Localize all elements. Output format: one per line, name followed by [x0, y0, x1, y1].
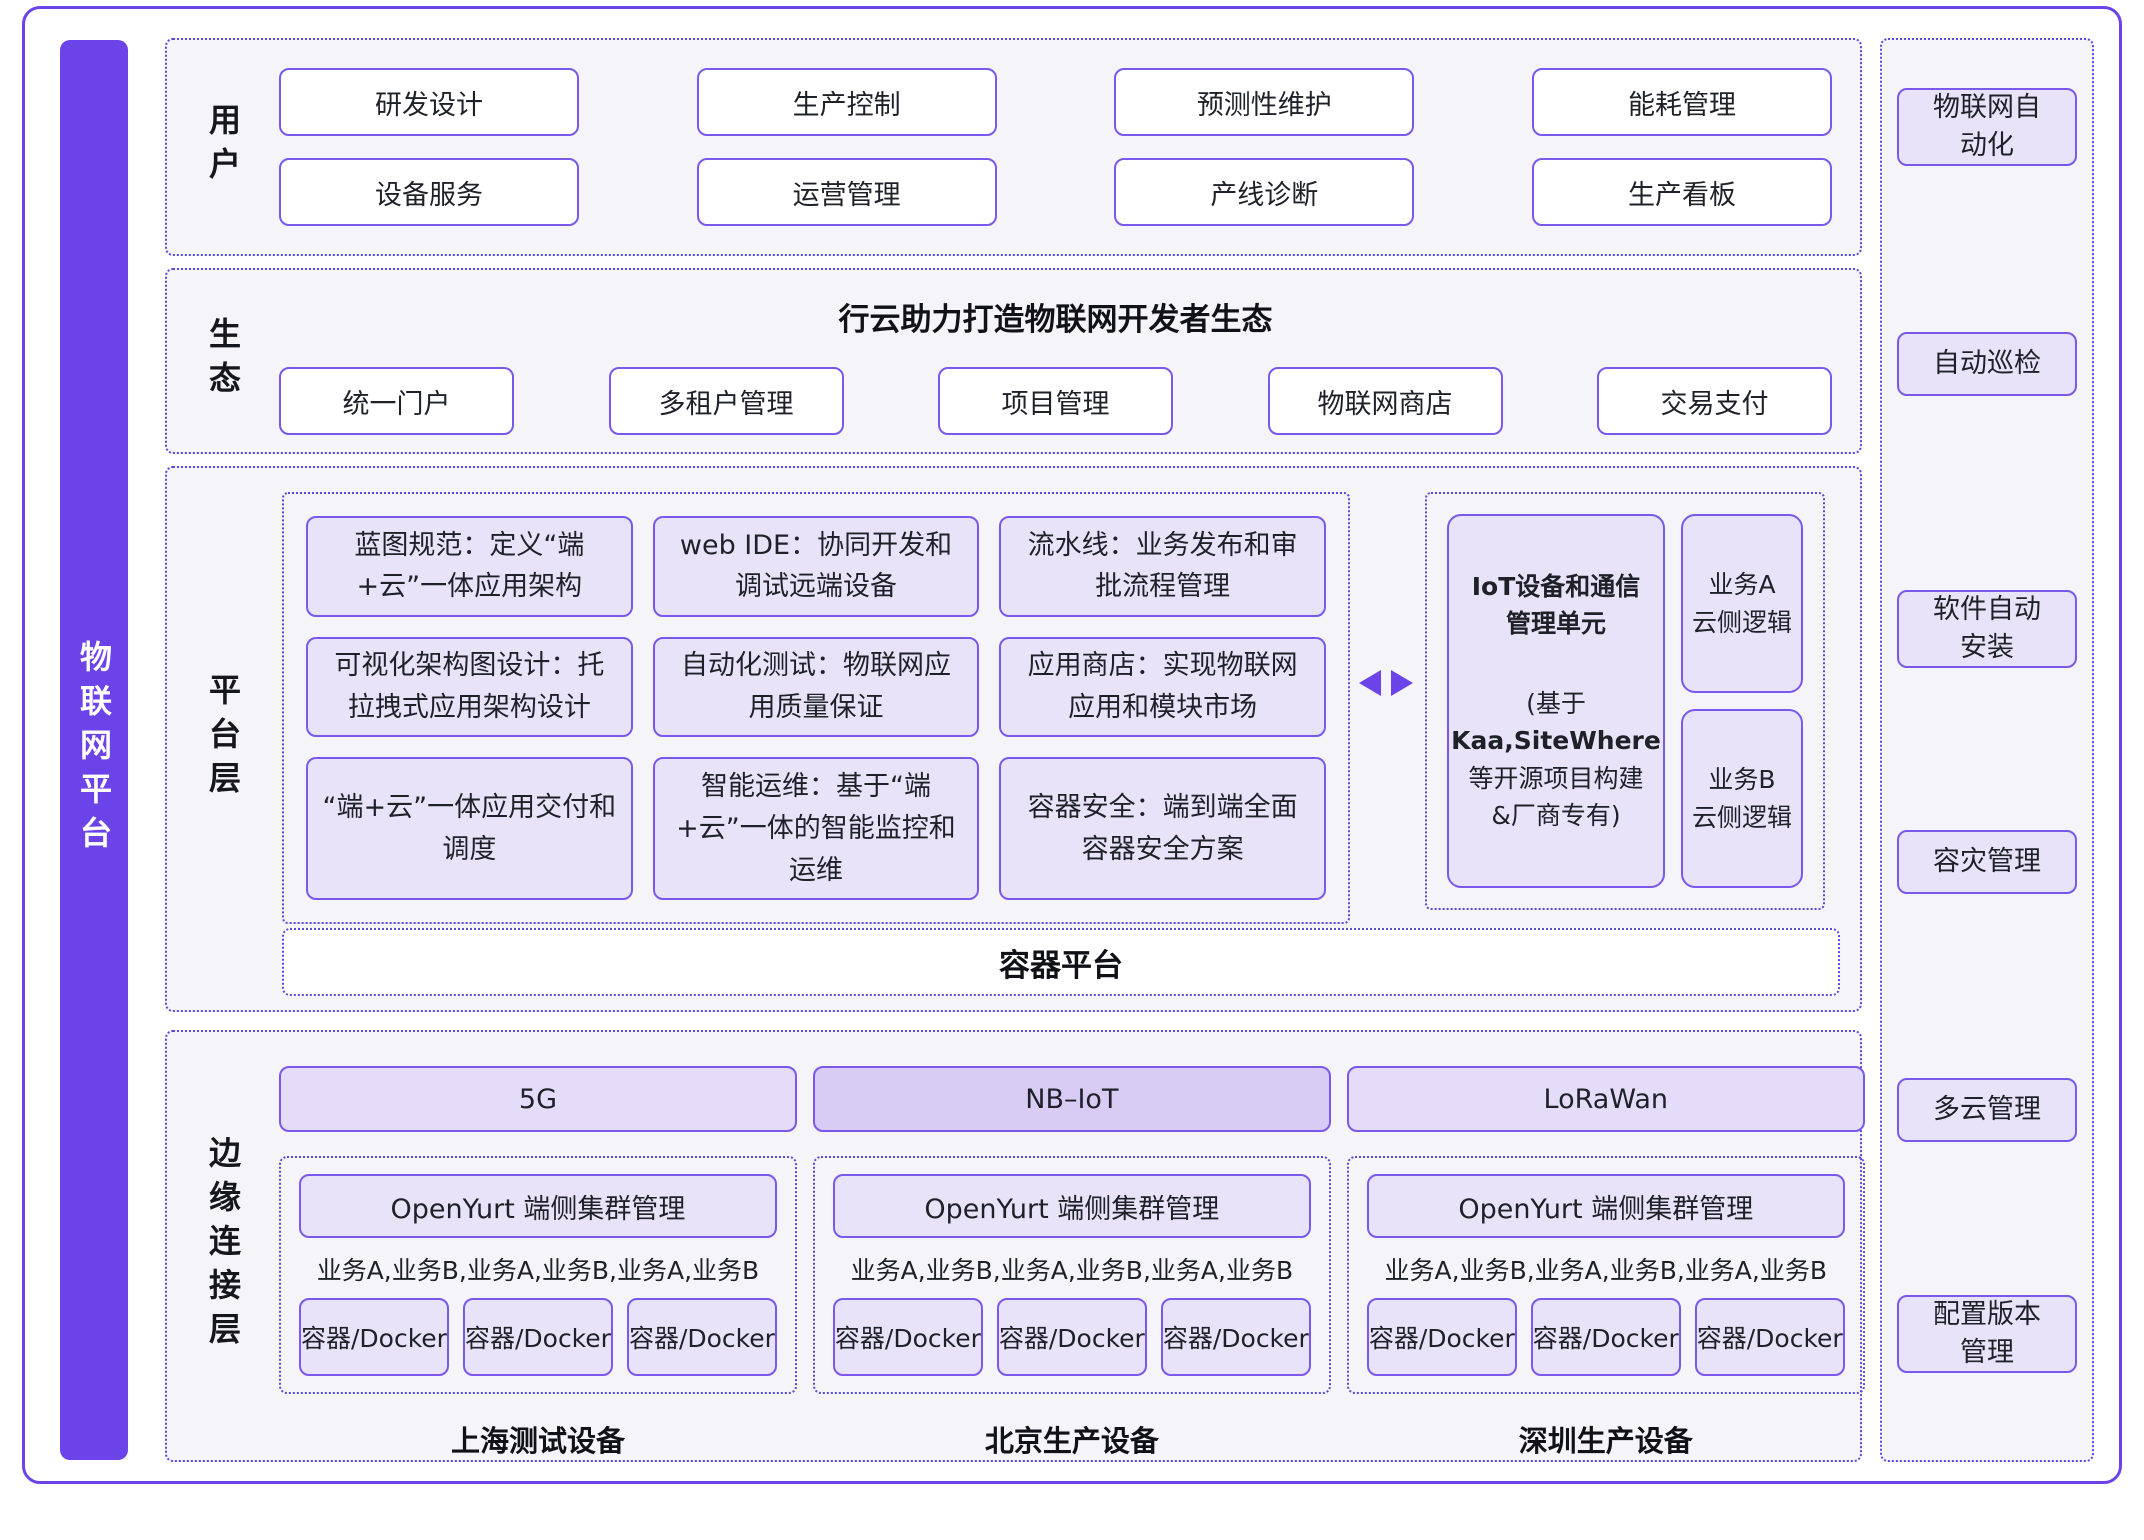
- platform-section-label-wrap: 平台层: [167, 468, 279, 1010]
- ecosystem-box: 统一门户: [279, 367, 514, 435]
- docker-box: 容器/Docker: [1160, 1298, 1311, 1376]
- platform-cell: 流水线：业务发布和审批流程管理: [999, 516, 1326, 617]
- business-b-line2: 云侧逻辑: [1691, 802, 1792, 832]
- user-box: 运营管理: [696, 158, 997, 226]
- user-box: 产线诊断: [1114, 158, 1415, 226]
- ecosystem-section-label-wrap: 生态: [167, 270, 279, 452]
- rail-item-auto-inspection: 自动巡检: [1897, 332, 2077, 396]
- platform-cell: 智能运维：基于“端+云”一体的智能监控和运维: [652, 757, 980, 900]
- platform-cell: 自动化测试：物联网应用质量保证: [652, 636, 980, 738]
- iot-unit-paren-open: (基于: [1526, 688, 1586, 718]
- iot-unit-title: IoT设备和通信管理单元: [1471, 571, 1641, 639]
- network-bar-lorawan: LoRaWan: [1346, 1066, 1865, 1132]
- network-bar-nbiot: NB–IoT: [812, 1066, 1331, 1132]
- outer-border: [22, 6, 2122, 1484]
- docker-box: 容器/Docker: [1694, 1298, 1845, 1376]
- user-box: 预测性维护: [1114, 68, 1415, 136]
- network-bar-5g: 5G: [279, 1066, 797, 1132]
- docker-row: 容器/Docker 容器/Docker 容器/Docker: [1366, 1298, 1845, 1376]
- platform-section: 平台层 蓝图规范：定义“端+云”一体应用架构 web IDE：协同开发和调试远端…: [165, 466, 1862, 1012]
- cluster-services: 业务A,业务B,业务A,业务B,业务A,业务B: [850, 1256, 1294, 1285]
- automation-rail: 物联网自动化 自动巡检 软件自动安装 容灾管理 多云管理 配置版本管理: [1880, 38, 2094, 1462]
- edge-columns: 5G OpenYurt 端侧集群管理 业务A,业务B,业务A,业务B,业务A,业…: [279, 1066, 1865, 1460]
- rail-item-iot-automation: 物联网自动化: [1897, 88, 2077, 166]
- business-b-line1: 业务B: [1708, 765, 1776, 794]
- rail-item-disaster-recovery: 容灾管理: [1897, 830, 2077, 894]
- docker-box: 容器/Docker: [832, 1298, 983, 1376]
- cluster-services: 业务A,业务B,业务A,业务B,业务A,业务B: [1384, 1256, 1828, 1285]
- edge-column-shenzhen: LoRaWan OpenYurt 端侧集群管理 业务A,业务B,业务A,业务B,…: [1346, 1066, 1865, 1460]
- platform-cell: 蓝图规范：定义“端+云”一体应用架构: [306, 516, 633, 617]
- site-label: 深圳生产设备: [1518, 1424, 1693, 1458]
- platform-cell: 应用商店：实现物联网应用和模块市场: [999, 636, 1326, 738]
- platform-cell: 可视化架构图设计：托拉拽式应用架构设计: [306, 636, 633, 738]
- ecosystem-section-label: 生态: [204, 317, 242, 405]
- cluster-box: OpenYurt 端侧集群管理 业务A,业务B,业务A,业务B,业务A,业务B …: [279, 1156, 797, 1394]
- sync-arrows-icon: [1357, 668, 1415, 702]
- iot-management-group: IoT设备和通信管理单元 (基于 Kaa,SiteWhere 等开源项目构建 &…: [1425, 492, 1825, 910]
- platform-title: 物联网平台: [75, 640, 113, 860]
- edge-section-label: 边缘连接层: [204, 1136, 242, 1356]
- site-label: 北京生产设备: [984, 1424, 1159, 1458]
- user-box: 设备服务: [279, 158, 579, 226]
- user-boxes-grid: 研发设计 生产控制 预测性维护 能耗管理 设备服务 运营管理 产线诊断 生产看板: [279, 40, 1860, 254]
- docker-box: 容器/Docker: [996, 1298, 1147, 1376]
- cluster-services: 业务A,业务B,业务A,业务B,业务A,业务B: [316, 1256, 760, 1285]
- container-platform-bar: 容器平台: [282, 928, 1840, 996]
- platform-title-bar: 物联网平台: [60, 40, 128, 1460]
- cluster-box: OpenYurt 端侧集群管理 业务A,业务B,业务A,业务B,业务A,业务B …: [812, 1156, 1331, 1394]
- business-a-line1: 业务A: [1708, 570, 1776, 599]
- docker-box: 容器/Docker: [1366, 1298, 1517, 1376]
- platform-cell: 容器安全：端到端全面容器安全方案: [999, 757, 1326, 900]
- ecosystem-boxes-row: 统一门户 多租户管理 项目管理 物联网商店 交易支付: [279, 367, 1832, 435]
- ecosystem-body: 行云助力打造物联网开发者生态 统一门户 多租户管理 项目管理 物联网商店 交易支…: [279, 270, 1860, 452]
- platform-cell: “端+云”一体应用交付和调度: [306, 757, 633, 900]
- edge-section: 边缘连接层 5G OpenYurt 端侧集群管理 业务A,业务B,业务A,业务B…: [165, 1030, 1865, 1462]
- user-box: 能耗管理: [1531, 68, 1832, 136]
- site-label: 上海测试设备: [450, 1424, 625, 1458]
- docker-box: 容器/Docker: [626, 1298, 777, 1376]
- user-section-label: 用户: [204, 103, 242, 191]
- ecosystem-box: 物联网商店: [1267, 367, 1503, 435]
- docker-row: 容器/Docker 容器/Docker 容器/Docker: [299, 1298, 777, 1376]
- edge-column-shanghai: 5G OpenYurt 端侧集群管理 业务A,业务B,业务A,业务B,业务A,业…: [279, 1066, 797, 1460]
- rail-item-software-install: 软件自动安装: [1897, 590, 2077, 668]
- iot-unit-line4: &厂商专有): [1491, 801, 1621, 830]
- cluster-title: OpenYurt 端侧集群管理: [1366, 1174, 1845, 1238]
- business-b-card: 业务B 云侧逻辑: [1681, 709, 1803, 888]
- rail-item-multicloud: 多云管理: [1897, 1078, 2077, 1142]
- iot-unit-card: IoT设备和通信管理单元 (基于 Kaa,SiteWhere 等开源项目构建 &…: [1447, 514, 1665, 888]
- edge-section-label-wrap: 边缘连接层: [167, 1032, 279, 1460]
- docker-box: 容器/Docker: [1530, 1298, 1681, 1376]
- user-box: 生产控制: [696, 68, 997, 136]
- iot-unit-projects: Kaa,SiteWhere: [1451, 726, 1661, 755]
- ecosystem-box: 多租户管理: [608, 367, 844, 435]
- docker-box: 容器/Docker: [462, 1298, 613, 1376]
- cluster-box: OpenYurt 端侧集群管理 业务A,业务B,业务A,业务B,业务A,业务B …: [1346, 1156, 1865, 1394]
- platform-section-label: 平台层: [204, 673, 242, 805]
- user-box: 生产看板: [1531, 158, 1832, 226]
- user-section: 用户 研发设计 生产控制 预测性维护 能耗管理 设备服务 运营管理 产线诊断 生…: [165, 38, 1862, 256]
- iot-unit-line3: 等开源项目构建: [1468, 763, 1644, 793]
- ecosystem-section: 生态 行云助力打造物联网开发者生态 统一门户 多租户管理 项目管理 物联网商店 …: [165, 268, 1862, 454]
- user-box: 研发设计: [279, 68, 579, 136]
- ecosystem-box: 项目管理: [938, 367, 1173, 435]
- user-section-label-wrap: 用户: [167, 40, 279, 254]
- edge-column-beijing: NB–IoT OpenYurt 端侧集群管理 业务A,业务B,业务A,业务B,业…: [812, 1066, 1331, 1460]
- cluster-title: OpenYurt 端侧集群管理: [832, 1174, 1311, 1238]
- cluster-title: OpenYurt 端侧集群管理: [299, 1174, 777, 1238]
- ecosystem-title: 行云助力打造物联网开发者生态: [838, 302, 1273, 338]
- rail-item-config-version: 配置版本管理: [1897, 1295, 2077, 1373]
- edge-body: 5G OpenYurt 端侧集群管理 业务A,业务B,业务A,业务B,业务A,业…: [279, 1032, 1891, 1460]
- business-a-line2: 云侧逻辑: [1691, 607, 1792, 637]
- docker-box: 容器/Docker: [299, 1298, 449, 1376]
- business-a-card: 业务A 云侧逻辑: [1681, 514, 1803, 693]
- platform-capability-grid: 蓝图规范：定义“端+云”一体应用架构 web IDE：协同开发和调试远端设备 流…: [282, 492, 1350, 924]
- docker-row: 容器/Docker 容器/Docker 容器/Docker: [832, 1298, 1311, 1376]
- platform-body: 蓝图规范：定义“端+云”一体应用架构 web IDE：协同开发和调试远端设备 流…: [279, 468, 1860, 1010]
- business-logic-column: 业务A 云侧逻辑 业务B 云侧逻辑: [1681, 514, 1803, 888]
- ecosystem-box: 交易支付: [1597, 367, 1832, 435]
- platform-cell: web IDE：协同开发和调试远端设备: [652, 516, 980, 617]
